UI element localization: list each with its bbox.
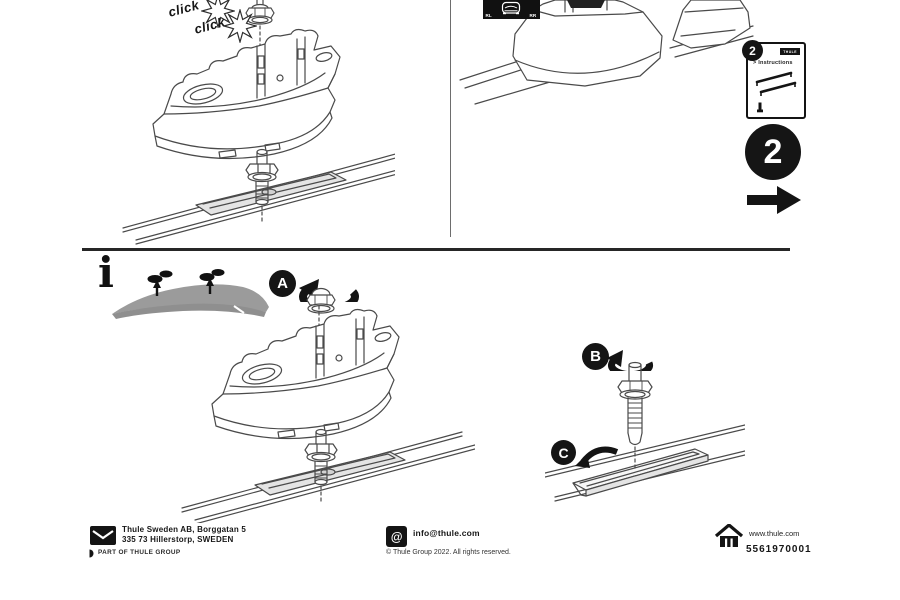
stud-and-bracket-drawing xyxy=(545,361,745,502)
address-line-1: Thule Sweden AB, Borggatan 5 xyxy=(122,525,246,534)
roof-cross-section-drawing xyxy=(112,269,269,319)
website-url: www.thule.com xyxy=(749,529,800,538)
rotate-arrow-icon xyxy=(607,350,653,371)
copyright-line: © Thule Group 2022. All rights reserved. xyxy=(386,549,511,556)
part-of-thule-group: PART OF THULE GROUP xyxy=(98,549,181,556)
contact-email: info@thule.com xyxy=(413,528,480,538)
address-line-2: 335 73 Hillerstorp, SWEDEN xyxy=(122,534,234,544)
badge-right-label: RR xyxy=(530,13,537,18)
badge-left-label: RL xyxy=(486,13,492,18)
section-divider xyxy=(82,248,790,251)
envelope-icon xyxy=(90,526,116,545)
mounted-foot-drawing xyxy=(459,0,754,105)
thule-logo: THULE xyxy=(780,48,800,56)
step-number-circle: 2 xyxy=(745,124,801,180)
info-icon: i xyxy=(98,248,114,297)
card-step-number: 2 xyxy=(742,40,763,61)
foot-assembly-drawing-step1 xyxy=(122,0,395,245)
step-a-label: A xyxy=(269,270,296,297)
car-position-badge: RL RR xyxy=(483,0,540,19)
bolt-icon xyxy=(757,102,763,113)
click-burst-icon xyxy=(223,9,257,43)
home-icon xyxy=(715,524,743,547)
rotate-arrow-icon xyxy=(575,446,619,468)
next-step-arrow-icon xyxy=(747,186,801,214)
foot-assembly-drawing-main xyxy=(181,305,475,523)
flanged-nut-drawing xyxy=(306,287,336,314)
panel-divider-vertical xyxy=(450,0,451,237)
at-icon: @ xyxy=(386,526,407,547)
thule-group-mark-icon xyxy=(89,549,94,558)
article-number: 5561970001 xyxy=(746,544,812,555)
company-address: Thule Sweden AB, Borggatan 5 335 73 Hill… xyxy=(122,525,246,544)
step-c-label: C xyxy=(551,440,576,465)
click-burst-icon xyxy=(201,0,235,28)
step-b-label: B xyxy=(582,343,609,370)
crossbars-icon xyxy=(755,71,797,96)
card-title: > Instructions xyxy=(753,60,793,66)
